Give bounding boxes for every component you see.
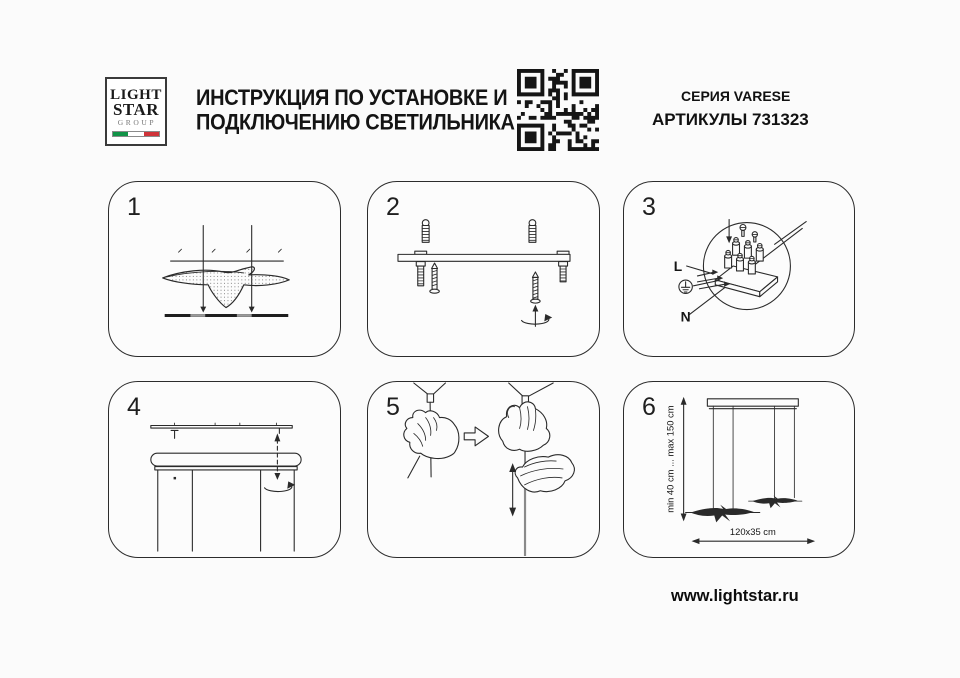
series-label: СЕРИЯ VARESE — [681, 88, 791, 104]
logo-light-text: LIGHT — [110, 87, 162, 103]
threaded-stud-icon — [558, 261, 569, 283]
page-title-line2: ПОДКЛЮЧЕНИЮ СВЕТИЛЬНИКА — [196, 110, 515, 136]
terminal — [724, 237, 764, 275]
step-panel-1: 1 — [108, 181, 341, 357]
step4-diagram-canopy-attachment — [150, 422, 302, 552]
label-l: L — [674, 258, 683, 274]
hand-icon — [514, 454, 575, 493]
label-n: N — [681, 308, 691, 324]
step-number: 3 — [642, 193, 656, 221]
size-label: 120x35 cm — [730, 526, 776, 537]
step2-diagram-mounting-hardware — [397, 219, 571, 327]
earth-ground-icon — [678, 279, 693, 295]
canopy — [150, 452, 302, 471]
step-number: 2 — [386, 193, 400, 221]
label-l-leader — [686, 265, 714, 275]
right-arrow-icon — [463, 426, 489, 447]
step-number: 6 — [642, 393, 656, 421]
canopy — [706, 398, 799, 410]
step-panel-4: 4 — [108, 381, 341, 558]
wires — [696, 269, 731, 290]
pendant-shade — [748, 495, 803, 509]
step-panel-2: 2 — [367, 181, 600, 357]
screw-icon — [429, 262, 440, 294]
ground-leader — [692, 279, 720, 287]
rotation-arrow-icon — [263, 481, 296, 493]
step-number: 4 — [127, 393, 141, 421]
website-label: www.lightstar.ru — [671, 587, 799, 605]
height-range-label: min 40 cm ... max 150 cm — [665, 405, 676, 513]
leaf-shade — [162, 266, 290, 309]
suspension-cables — [712, 405, 795, 511]
page-title: ИНСТРУКЦИЯ ПО УСТАНОВКЕ И ПОДКЛЮЧЕНИЮ СВ… — [196, 86, 515, 135]
up-down-arrow-icon — [509, 463, 517, 517]
step6-diagram-dimensions: min 40 cm ... max 150 cm — [665, 396, 816, 545]
loose-screw-icon — [739, 223, 759, 243]
wall-plug-icon — [421, 219, 430, 243]
pendant-shade — [685, 504, 761, 523]
stud — [170, 429, 179, 439]
step-panel-3: 3 — [623, 181, 855, 357]
threaded-stud-icon — [415, 261, 426, 287]
articles-label: АРТИКУЛЫ 731323 — [652, 110, 809, 129]
magnifier-circle — [702, 221, 791, 311]
step-number: 1 — [127, 193, 141, 221]
step-panel-5: 5 — [367, 381, 600, 558]
step5-diagram-height-adjustment — [403, 382, 575, 557]
italy-flag-icon — [112, 131, 160, 137]
rotation-arrow-icon — [521, 304, 553, 327]
ceiling-marks — [178, 248, 282, 253]
wall-plug-icon — [528, 219, 537, 243]
mounting-plate — [397, 250, 571, 262]
hand-icon — [403, 409, 460, 479]
suspension-cables — [157, 469, 295, 552]
step-number: 5 — [386, 393, 400, 421]
qr-code-icon — [517, 69, 599, 151]
page-title-line1: ИНСТРУКЦИЯ ПО УСТАНОВКЕ И — [196, 86, 508, 111]
vertical-dimension-line — [680, 396, 687, 522]
insert-arrow — [726, 219, 733, 244]
screw-icon — [530, 271, 541, 304]
step3-diagram-wiring: L N — [674, 219, 807, 324]
logo-star-text: STAR — [112, 100, 160, 119]
lightstar-logo: LIGHT STAR GROUP — [105, 77, 167, 146]
horizontal-dimension-line — [691, 538, 816, 545]
dot-mark — [173, 476, 177, 480]
hand-icon — [498, 401, 551, 452]
fixture-bar — [164, 313, 289, 317]
logo-group-text: GROUP — [117, 118, 157, 127]
mounting-bar — [150, 422, 293, 439]
lift-dashed-arrow — [274, 433, 281, 480]
step1-diagram-shade-under-ceiling — [162, 224, 290, 317]
step-panel-6: 6 min 40 cm ... max 150 cm — [623, 381, 855, 558]
